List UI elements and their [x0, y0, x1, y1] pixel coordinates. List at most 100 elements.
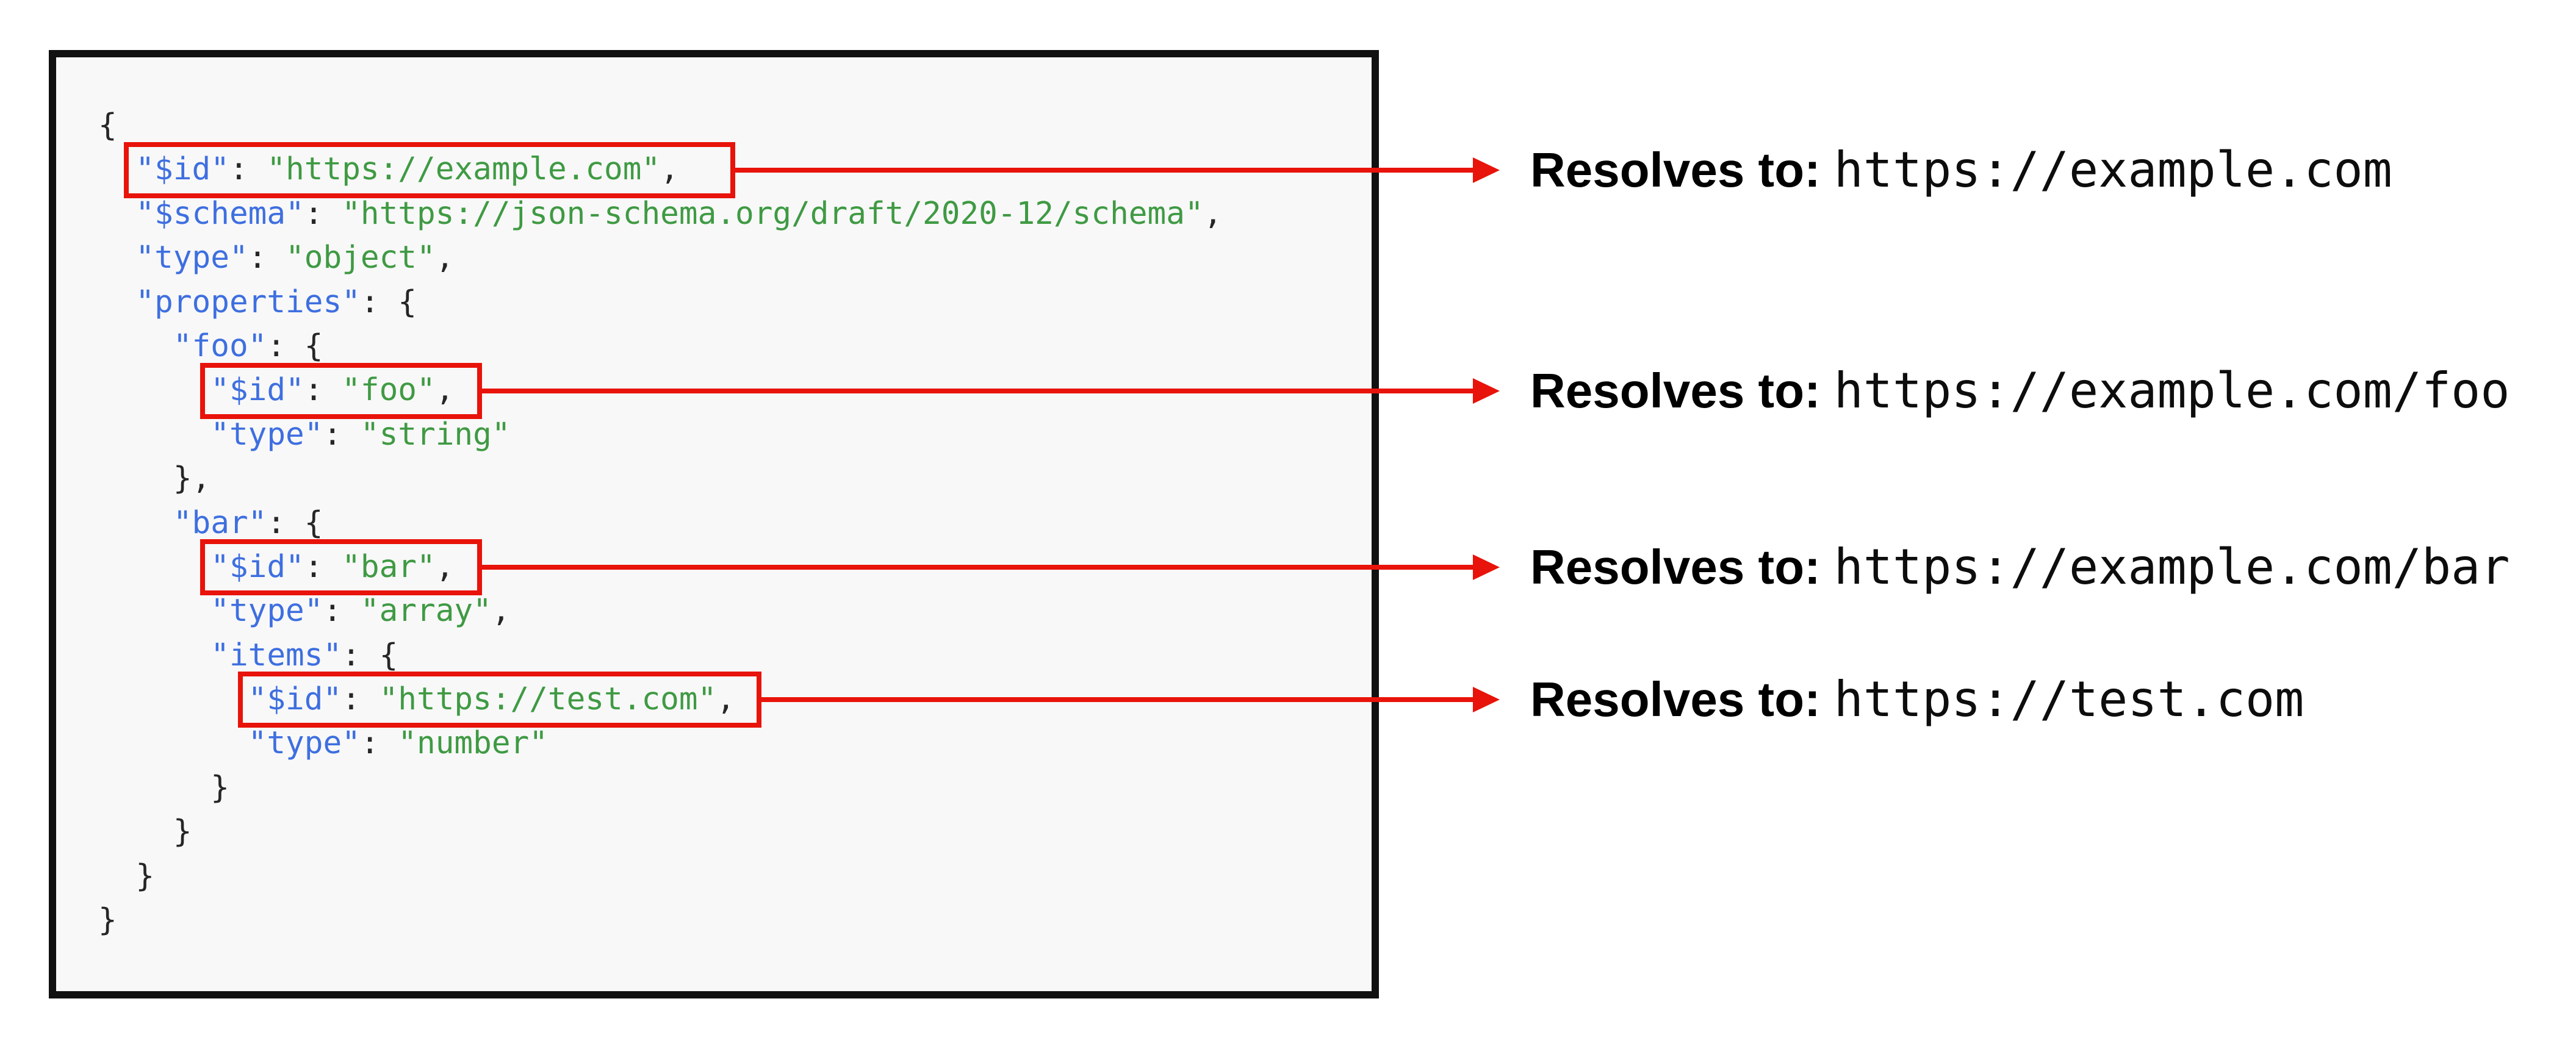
code-segment-pun — [98, 417, 210, 453]
code-segment-pun: : — [342, 681, 380, 718]
code-segment-pun — [98, 372, 210, 408]
resolution-annotation: Resolves to:https://test.com — [1530, 671, 2304, 728]
code-segment-pun: : — [304, 372, 342, 409]
code-segment-pun: , — [1203, 195, 1223, 232]
code-segment-pun: : { — [267, 504, 323, 541]
code-segment-key: "type" — [210, 593, 323, 629]
code-segment-pun: : — [304, 548, 342, 585]
arrow-line — [477, 565, 1475, 570]
resolved-url: https://test.com — [1833, 671, 2304, 728]
code-line: "type": "number" — [98, 722, 1222, 765]
code-segment-pun — [98, 549, 210, 585]
code-segment-str: "bar" — [342, 548, 436, 585]
code-segment-pun — [98, 284, 135, 320]
code-segment-pun — [98, 505, 173, 541]
code-segment-key: "$id" — [135, 151, 229, 188]
code-segment-key: "$id" — [248, 681, 342, 718]
code-segment-pun — [98, 593, 210, 629]
code-segment-pun: : — [229, 151, 267, 188]
resolution-annotation: Resolves to:https://example.com/bar — [1530, 539, 2509, 596]
code-segment-str: "object" — [286, 240, 436, 276]
resolves-to-label: Resolves to: — [1530, 540, 1821, 595]
code-line: "properties": { — [98, 281, 1222, 324]
code-line: "items": { — [98, 634, 1222, 678]
code-segment-pun — [98, 240, 135, 276]
code-segment-pun: : — [360, 725, 398, 762]
code-segment-str: "https://test.com" — [379, 681, 717, 718]
code-line: "type": "string" — [98, 413, 1222, 457]
code-line: "$id": "bar", — [98, 545, 1222, 589]
code-line: } — [98, 855, 1222, 898]
code-segment-str: "array" — [360, 593, 492, 629]
code-line: "$id": "https://example.com", — [98, 148, 1222, 192]
code-segment-pun: , — [491, 593, 511, 629]
code-segment-str: "string" — [360, 416, 511, 453]
code-segment-pun: : { — [342, 637, 398, 673]
code-segment-key: "items" — [210, 637, 342, 673]
resolved-url: https://example.com — [1833, 141, 2392, 198]
resolution-annotation: Resolves to:https://example.com/foo — [1530, 362, 2509, 420]
code-line: "type": "array", — [98, 589, 1222, 633]
highlight-box — [238, 672, 761, 728]
resolves-to-label: Resolves to: — [1530, 363, 1821, 418]
code-segment-key: "$id" — [210, 548, 304, 585]
code-segment-pun: }, — [98, 461, 211, 497]
code-segment-pun: } — [98, 902, 117, 939]
arrow-line — [757, 697, 1475, 703]
code-segment-key: "bar" — [173, 504, 267, 541]
arrow-line — [730, 167, 1475, 173]
code-segment-key: "properties" — [135, 284, 361, 320]
code-segment-pun: : — [323, 593, 361, 629]
code-segment-pun — [98, 637, 210, 673]
code-segment-pun: : { — [360, 284, 417, 320]
code-segment-str: "https://json-schema.org/draft/2020-12/s… — [342, 195, 1204, 232]
code-segment-pun: } — [98, 769, 229, 806]
code-line: "$id": "https://test.com", — [98, 678, 1222, 722]
code-segment-pun — [98, 725, 248, 761]
code-line: }, — [98, 457, 1222, 501]
code-segment-pun: : — [304, 195, 342, 232]
code-line: } — [98, 766, 1222, 810]
code-segment-pun: , — [435, 548, 455, 585]
code-segment-pun: } — [98, 814, 192, 850]
arrow-line — [477, 388, 1475, 393]
code-segment-key: "type" — [135, 240, 248, 276]
json-code: { "$id": "https://example.com", "$schema… — [98, 104, 1222, 942]
highlight-box — [200, 362, 482, 419]
highlight-box — [200, 539, 482, 596]
resolved-url: https://example.com/foo — [1833, 362, 2510, 419]
code-segment-pun: : — [248, 240, 286, 276]
code-line: "bar": { — [98, 501, 1222, 545]
highlight-box — [124, 142, 735, 198]
code-segment-pun: , — [660, 151, 679, 188]
arrow-head-icon — [1473, 687, 1500, 713]
json-code-block — [49, 50, 1379, 998]
resolves-to-label: Resolves to: — [1530, 142, 1821, 197]
code-segment-pun: , — [435, 372, 455, 409]
code-segment-pun — [98, 196, 135, 232]
code-segment-pun: , — [435, 240, 455, 276]
code-line: "$schema": "https://json-schema.org/draf… — [98, 192, 1222, 236]
code-segment-str: "number" — [398, 725, 548, 762]
code-segment-pun: { — [98, 107, 117, 143]
code-line: "foo": { — [98, 324, 1222, 368]
resolves-to-label: Resolves to: — [1530, 672, 1821, 727]
code-line: { — [98, 104, 1222, 148]
code-segment-key: "$id" — [210, 372, 304, 409]
code-segment-str: "https://example.com" — [267, 151, 661, 188]
code-segment-key: "$schema" — [135, 195, 304, 232]
resolved-url: https://example.com/bar — [1833, 539, 2510, 596]
code-segment-pun: } — [98, 858, 155, 894]
code-segment-key: "type" — [248, 725, 361, 762]
arrow-head-icon — [1473, 554, 1500, 581]
arrow-head-icon — [1473, 157, 1500, 183]
resolution-annotation: Resolves to:https://example.com — [1530, 142, 2392, 199]
code-segment-key: "type" — [210, 416, 323, 453]
code-line: } — [98, 810, 1222, 854]
code-line: "type": "object", — [98, 236, 1222, 280]
arrow-head-icon — [1473, 378, 1500, 404]
code-segment-pun: : — [323, 416, 361, 453]
code-segment-str: "foo" — [342, 372, 436, 409]
code-line: "$id": "foo", — [98, 368, 1222, 412]
